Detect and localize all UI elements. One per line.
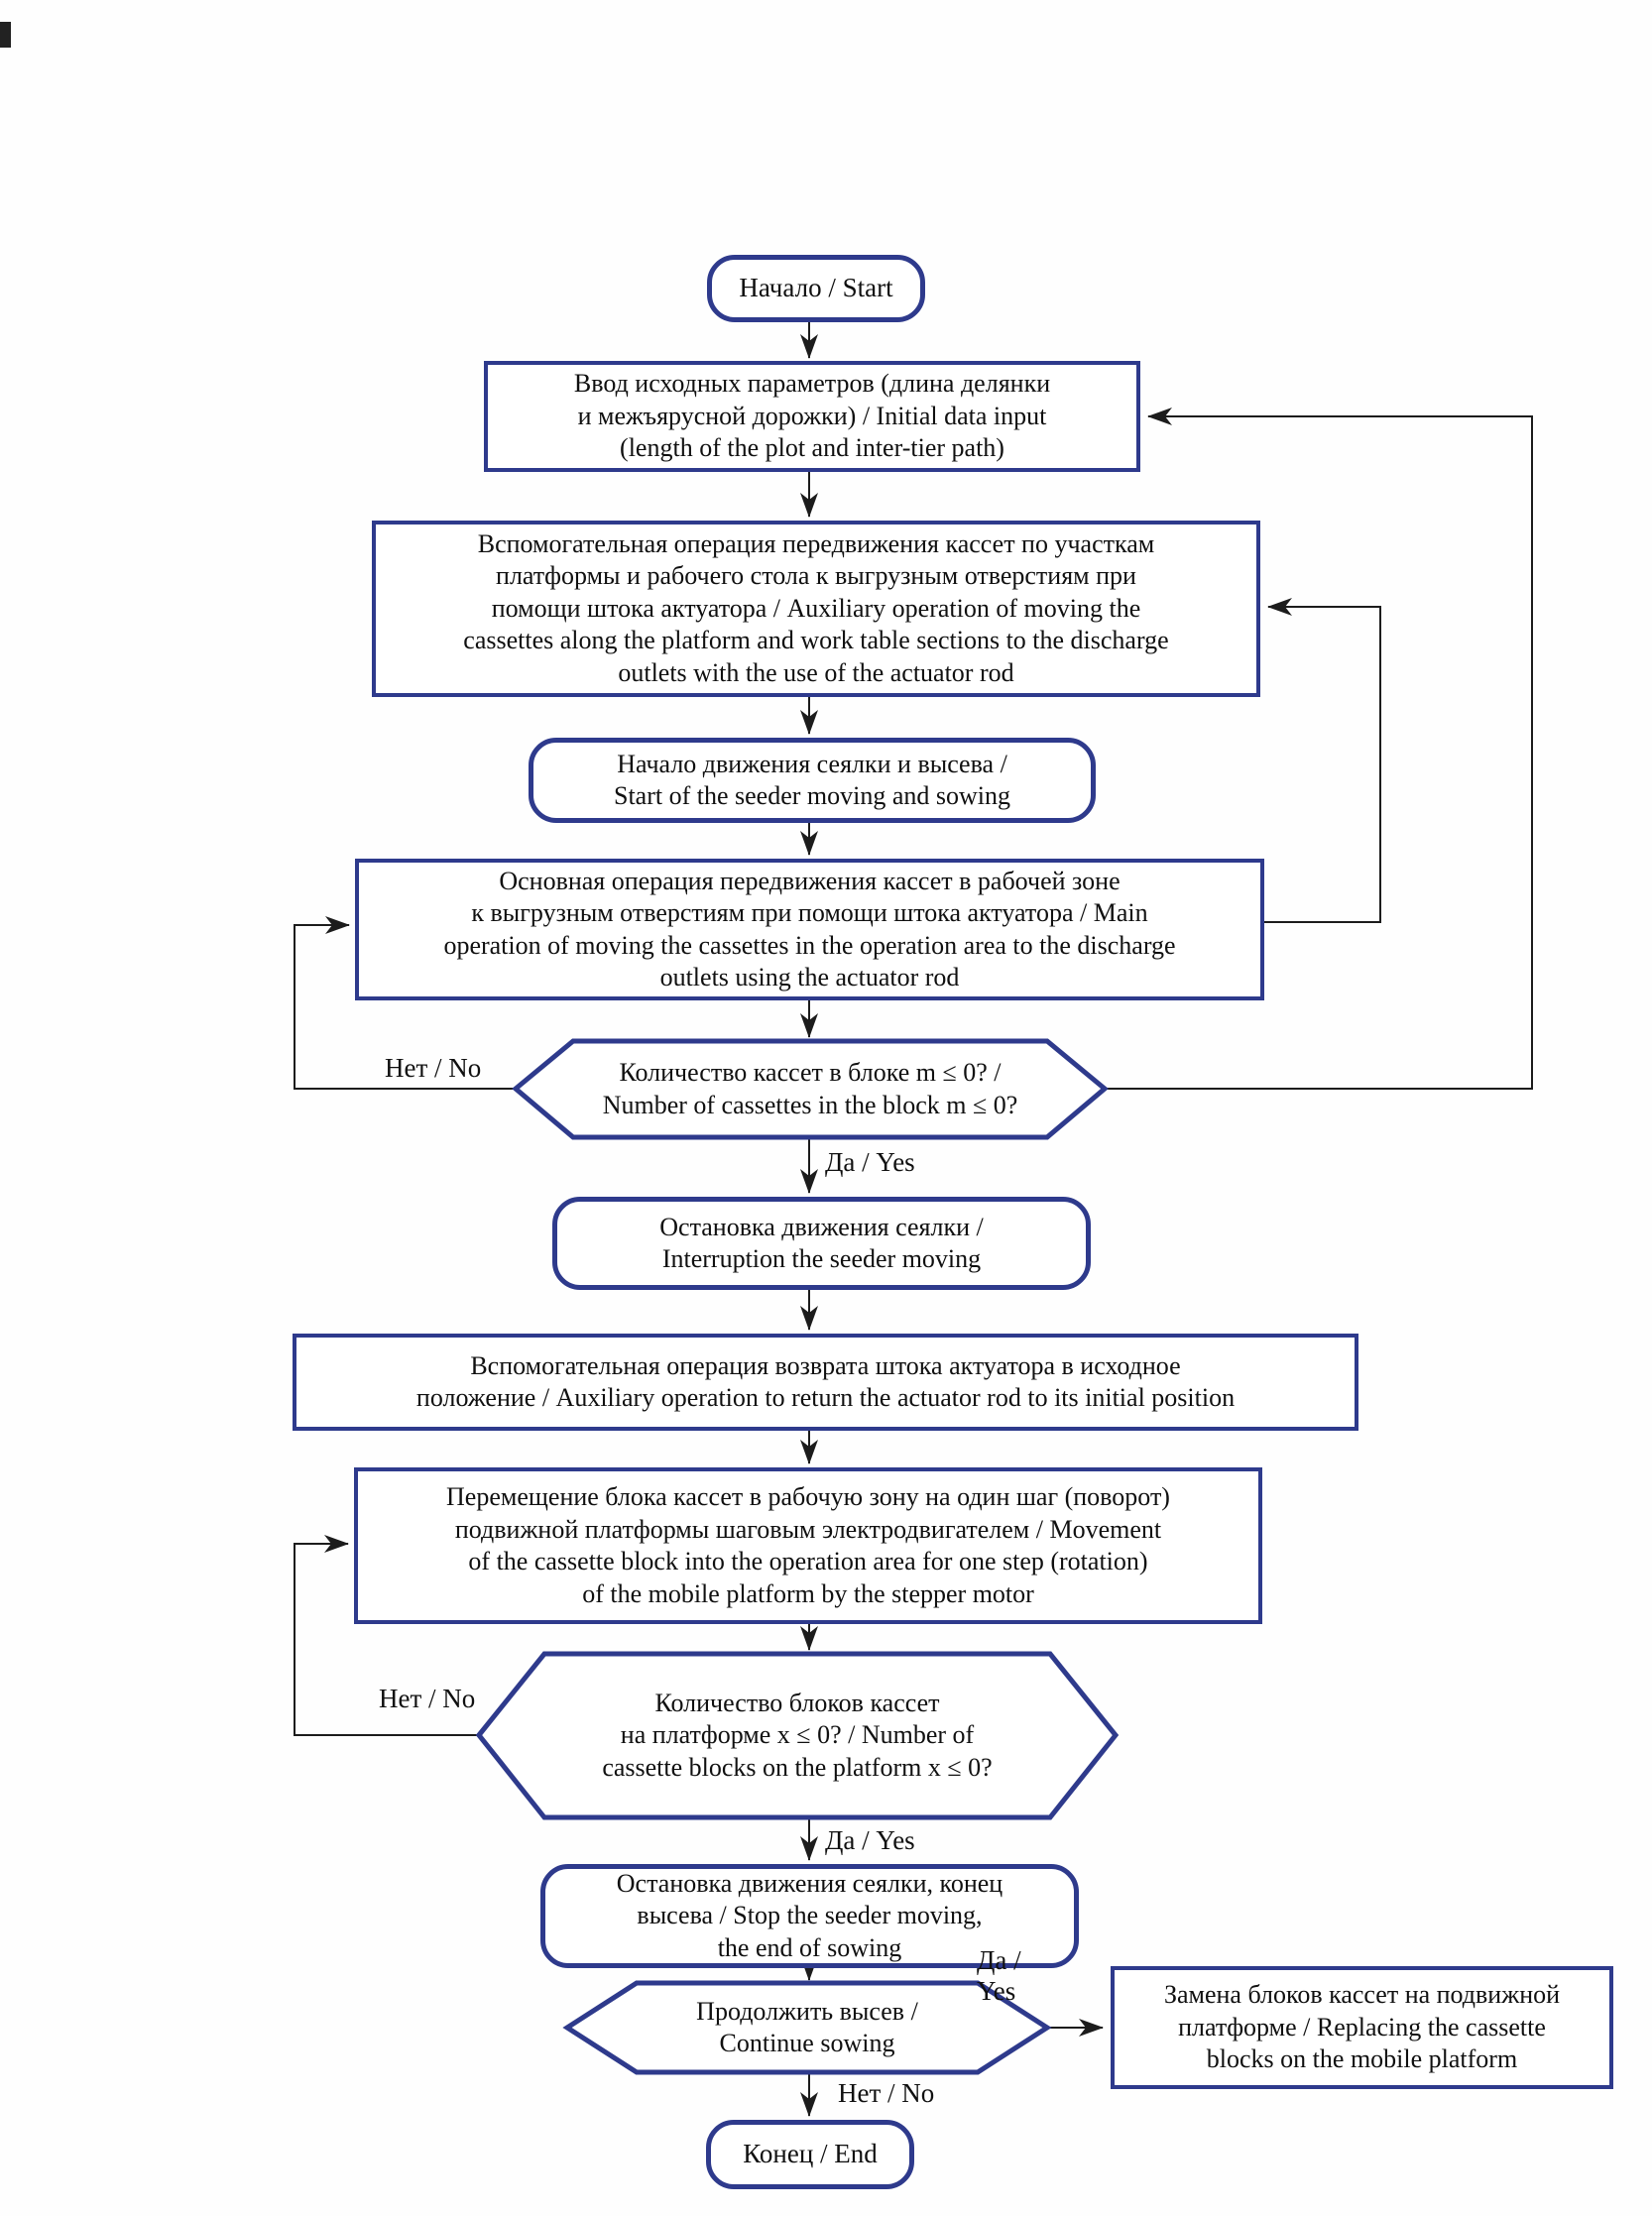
edge-label-yes-2: Да / Yes	[825, 1825, 915, 1855]
main-moving-process: Основная операция передвижения кассет в …	[355, 859, 1264, 1000]
seeder-stop-process: Остановка движения сеялки / Interruption…	[552, 1197, 1091, 1290]
actuator-return-process: Вспомогательная операция возврата штока …	[293, 1334, 1358, 1431]
connector-decision1-to-input-loop	[1105, 408, 1533, 1090]
initial-data-input-process: Ввод исходных параметров (длина делянки …	[484, 361, 1140, 472]
replace-blocks-process: Замена блоков кассет на подвижной платфо…	[1111, 1966, 1613, 2089]
decision2-hexagon	[475, 1651, 1120, 1820]
blocks-decision-label: Количество блоков кассет на платформе x …	[602, 1688, 993, 1782]
edge-label-no-1: Нет / No	[385, 1053, 482, 1083]
seeder-start-process: Начало движения сеялки и высева / Start …	[529, 738, 1096, 823]
decision1-hexagon	[512, 1038, 1109, 1140]
cassettes-decision-label: Количество кассет в блоке m ≤ 0? / Numbe…	[602, 1058, 1018, 1119]
platform-step-process: Перемещение блока кассет в рабочую зону …	[354, 1467, 1262, 1624]
scan-artifact	[0, 22, 11, 48]
edge-label-yes-3: Да / Yes	[977, 1945, 1021, 2007]
continue-sowing-decision-label: Продолжить высев / Continue sowing	[696, 1996, 918, 2058]
connector-main-to-aux-loop	[1264, 598, 1381, 923]
auxiliary-moving-process: Вспомогательная операция передвижения ка…	[372, 521, 1260, 697]
edge-label-no-3: Нет / No	[838, 2078, 935, 2108]
edge-label-no-2: Нет / No	[379, 1684, 476, 1713]
end-terminal: Конец / End	[706, 2120, 914, 2189]
start-terminal: Начало / Start	[707, 255, 925, 322]
decision3-hexagon	[562, 1980, 1052, 2075]
connector-decision1-no-loop	[294, 916, 516, 1090]
edge-label-yes-1: Да / Yes	[825, 1147, 915, 1177]
connector-decision2-no-loop	[294, 1535, 479, 1736]
sowing-stop-process: Остановка движения сеялки, конец высева …	[540, 1864, 1079, 1968]
